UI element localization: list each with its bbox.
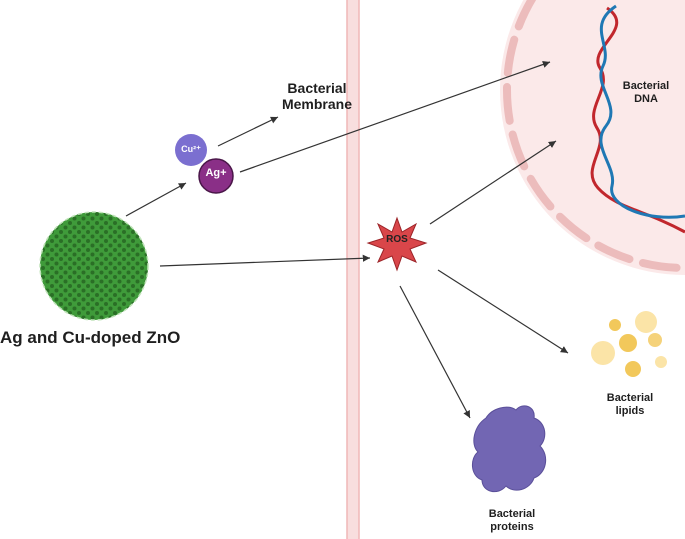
bacterial-cell (500, 0, 685, 275)
arrow-zno-to-ions (125, 182, 187, 217)
arrow-ros-to-dna (429, 140, 557, 225)
dna-helix-icon (590, 4, 685, 234)
arrows (125, 61, 569, 419)
zno-label: Ag and Cu-doped ZnO (0, 328, 181, 347)
zno-nanoparticle-icon (39, 211, 149, 321)
cu-ion-label: Cu²⁺ (181, 144, 201, 154)
arrow-ions-to-dna (239, 61, 551, 173)
arrow-ros-to-lipids (437, 269, 569, 354)
protein-blob-icon (472, 405, 547, 493)
cu-ion-icon (175, 134, 207, 166)
lipid-droplets-icon (591, 311, 667, 377)
ag-ion-label: Ag+ (205, 167, 227, 179)
ros-burst-icon (366, 216, 428, 272)
arrow-zno-to-ros (159, 254, 371, 267)
ros-label: ROS (386, 234, 408, 245)
arrow-ions-to-membrane (217, 116, 279, 147)
ag-ion-icon (198, 158, 234, 194)
arrow-ros-to-proteins (399, 285, 471, 419)
bacterial-membrane (346, 0, 360, 539)
